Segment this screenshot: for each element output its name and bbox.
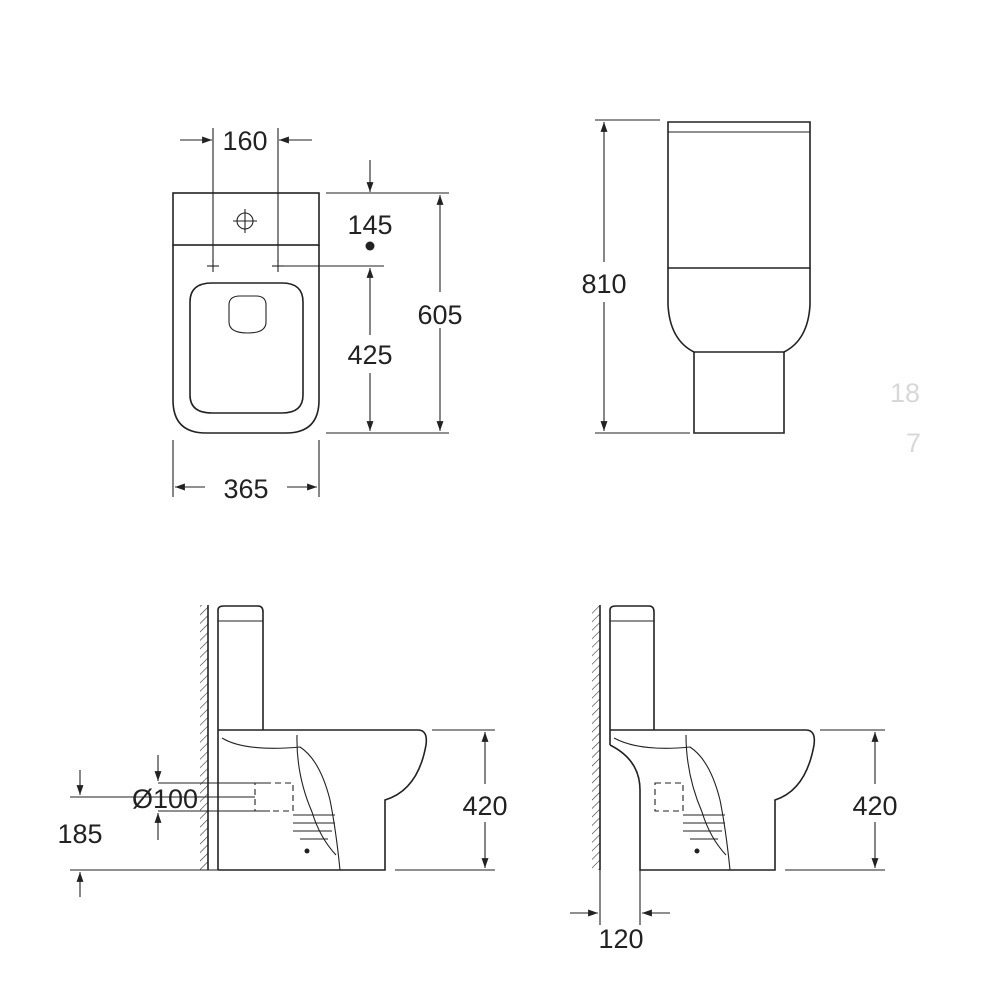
pedestal-front: [693, 352, 785, 434]
trapway-inner: [296, 734, 337, 856]
ghost-mark-1: 18: [890, 378, 920, 408]
fixing-dot-icon-2: [694, 848, 700, 854]
front-view: 810: [581, 119, 811, 434]
dim-diameter-label: Ø100: [132, 784, 198, 814]
cistern-side: [217, 605, 264, 730]
plan-view: 160 145 425 605 365: [172, 126, 463, 504]
trapway-inner-2: [685, 734, 727, 856]
pan-side-2: [609, 729, 816, 871]
cistern-side-2: [609, 605, 655, 730]
outlet-connector-2: [654, 782, 684, 812]
cistern-front: [667, 121, 811, 269]
trapway-outer-2: [613, 737, 731, 871]
pan-side: [218, 729, 428, 871]
pan-front: [667, 268, 811, 353]
flush-button-icon: [233, 209, 257, 233]
dim-420-label-2: 420: [852, 791, 897, 821]
wall-hatch: [200, 605, 208, 870]
dim-425-label: 425: [347, 340, 392, 370]
bowl-opening: [228, 295, 267, 334]
outlet-connector: [254, 782, 294, 812]
ghost-mark-2: 7: [906, 428, 921, 458]
dim-160-label: 160: [222, 126, 267, 156]
fixing-dot-icon: [304, 848, 310, 854]
dim-420-label: 420: [462, 791, 507, 821]
dim-120-label: 120: [598, 924, 643, 954]
wall-hatch-2: [592, 605, 600, 870]
side-view-2: 420 120: [570, 605, 898, 954]
cistern-top-outline: [172, 192, 320, 246]
dim-365-label: 365: [223, 474, 268, 504]
dim-605-label: 605: [417, 300, 462, 330]
dim-185-label: 185: [57, 819, 102, 849]
trapway-outer: [221, 737, 341, 871]
dim-point-icon: [365, 241, 375, 251]
pan-outline: [172, 245, 320, 434]
dim-810-label: 810: [581, 269, 626, 299]
side-view-1: Ø100 185 420: [57, 605, 508, 897]
dim-145-label: 145: [347, 210, 392, 240]
seat-outline: [189, 282, 304, 414]
